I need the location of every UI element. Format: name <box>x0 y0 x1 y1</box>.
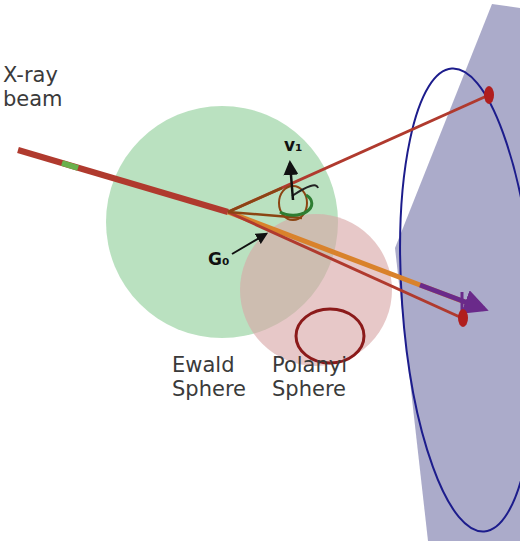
beam-mark <box>62 163 78 168</box>
rotation-arrow <box>292 185 318 196</box>
diffraction-spot <box>484 86 494 104</box>
beam-label: X-ray beam <box>3 64 83 111</box>
incident-beam <box>18 150 228 212</box>
diffracted-ray <box>228 212 462 318</box>
beam-arrow <box>420 285 484 309</box>
detector-plane <box>395 4 520 541</box>
vector-label: G₀ <box>208 250 248 269</box>
diffraction-ring <box>386 64 520 536</box>
diffraction-spot <box>458 309 468 327</box>
g0-pointer <box>232 234 266 254</box>
sphere-label: Polanyi Sphere <box>272 354 372 401</box>
vector-label: v₁ <box>284 136 324 155</box>
sphere-label: Ewald Sphere <box>172 354 262 401</box>
rotation-arrow <box>280 195 312 215</box>
diffracted-ray <box>228 95 489 212</box>
cone-line <box>228 188 282 212</box>
v1-vector <box>290 163 293 200</box>
